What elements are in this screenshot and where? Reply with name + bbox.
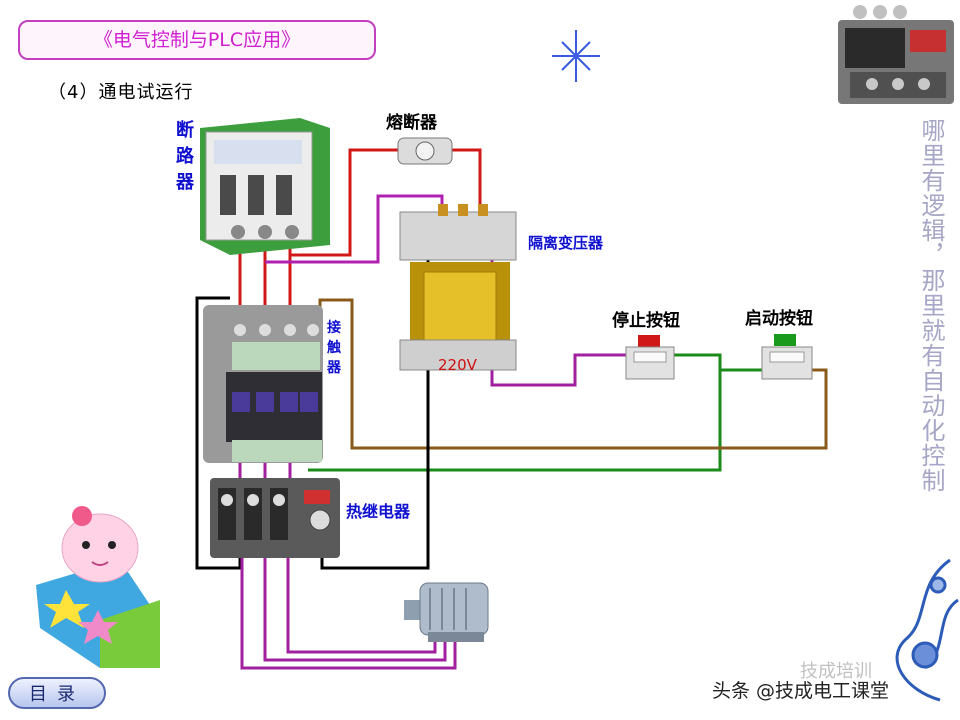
- sparkle-icon: [552, 30, 600, 82]
- toc-button[interactable]: 目录: [8, 677, 106, 709]
- start-button-icon: [761, 334, 813, 380]
- mascot-icon: [36, 506, 160, 668]
- watermark: 头条 @技成电工课堂: [712, 680, 890, 702]
- motor-icon: [404, 582, 489, 642]
- transformer-label: 隔离变压器: [528, 234, 604, 252]
- breaker-icon: [200, 118, 330, 255]
- fuse-label: 熔断器: [386, 113, 437, 133]
- transformer-icon: [399, 204, 517, 371]
- section-title: （4）通电试运行: [48, 82, 194, 103]
- start-button-label: 启动按钮: [745, 309, 813, 329]
- breaker-label: 断路器: [176, 120, 194, 193]
- stop-button-icon: [625, 335, 675, 380]
- course-title: 《电气控制与PLC应用》: [18, 20, 376, 60]
- watermark-faded: 技成培训: [800, 661, 872, 682]
- contactor-icon: [203, 305, 323, 463]
- contactor-label: 接触器: [327, 320, 341, 376]
- ornament-icon: [895, 558, 959, 702]
- stop-button-label: 停止按钮: [612, 311, 680, 331]
- thermal-relay-label: 热继电器: [346, 502, 411, 521]
- fuse-icon: [397, 137, 453, 165]
- side-slogan: 哪里有逻辑，那里就有自动化控制: [917, 118, 945, 493]
- thermal-relay-icon: [210, 478, 340, 558]
- voltage-label: 220V: [438, 356, 477, 374]
- thermal-relay-photo-icon: [838, 5, 954, 104]
